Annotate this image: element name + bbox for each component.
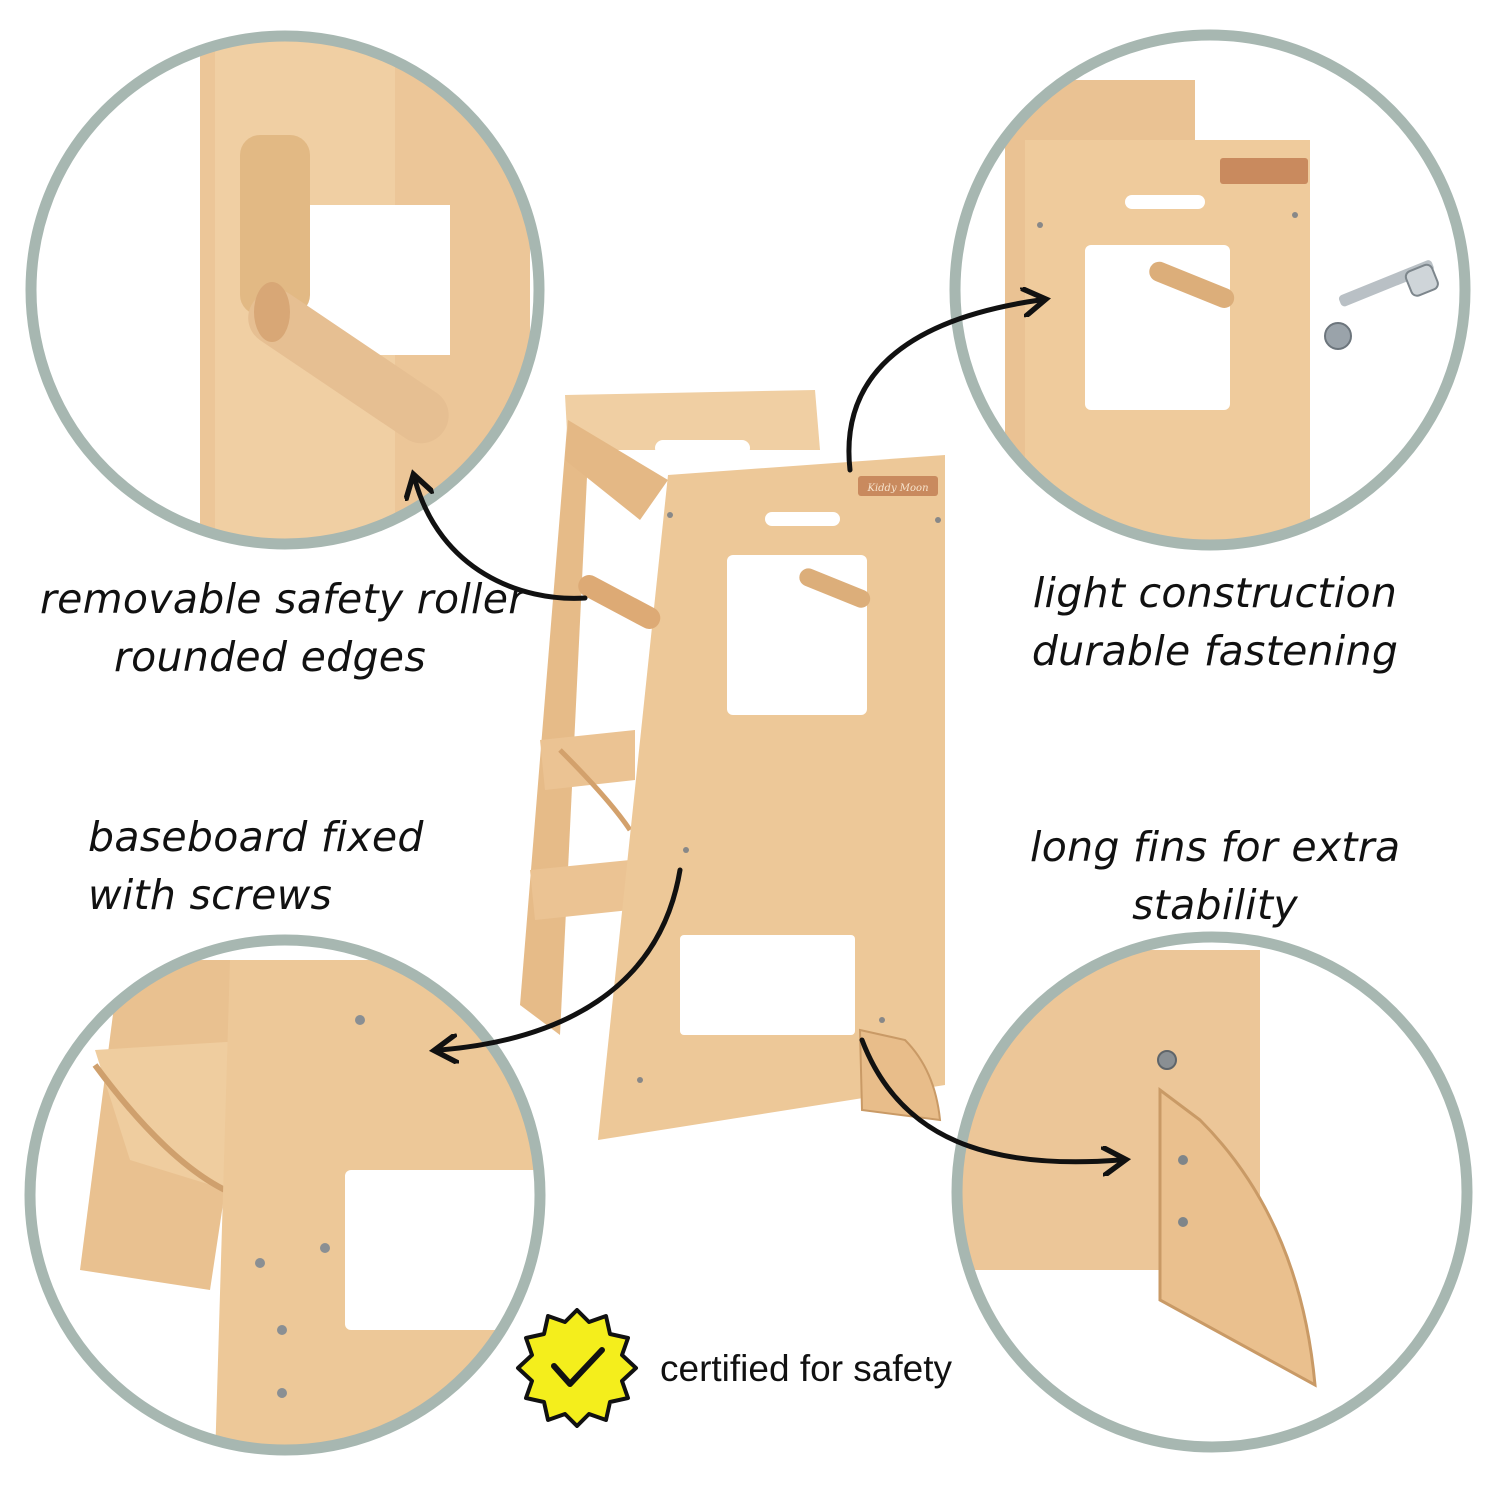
arrow-baseboard [440,867,683,1050]
caption-baseboard: baseboard fixed with screws [88,808,424,924]
caption-line: long fins for extra [1030,823,1401,871]
caption-line: with screws [88,871,333,919]
detail-circle-construction [949,29,1471,551]
learning-tower: Kiddy Moon [520,390,945,1140]
detail-circle-roller [25,30,545,550]
caption-safety-roller: removable safety roller rounded edges [40,570,526,686]
caption-line: rounded edges [114,633,426,681]
detail-circle-fins [951,931,1473,1453]
caption-long-fins: long fins for extra stability [1030,818,1400,934]
brand-label: Kiddy Moon [866,483,928,494]
arrow-roller [415,480,588,601]
caption-line: baseboard fixed [88,813,424,861]
caption-line: light construction [1032,569,1398,617]
bolt-icon [1324,260,1439,350]
arrow-fins [859,1037,1120,1162]
caption-light-construction: light construction durable fastening [1030,564,1400,680]
arrow-construction [846,300,1040,473]
caption-line: stability [1132,881,1298,929]
certified-badge-icon [516,1308,638,1428]
detail-circle-baseboard [24,934,546,1456]
caption-line: removable safety roller [40,575,526,623]
caption-line: durable fastening [1031,627,1399,675]
certification-label: certified for safety [660,1348,953,1389]
